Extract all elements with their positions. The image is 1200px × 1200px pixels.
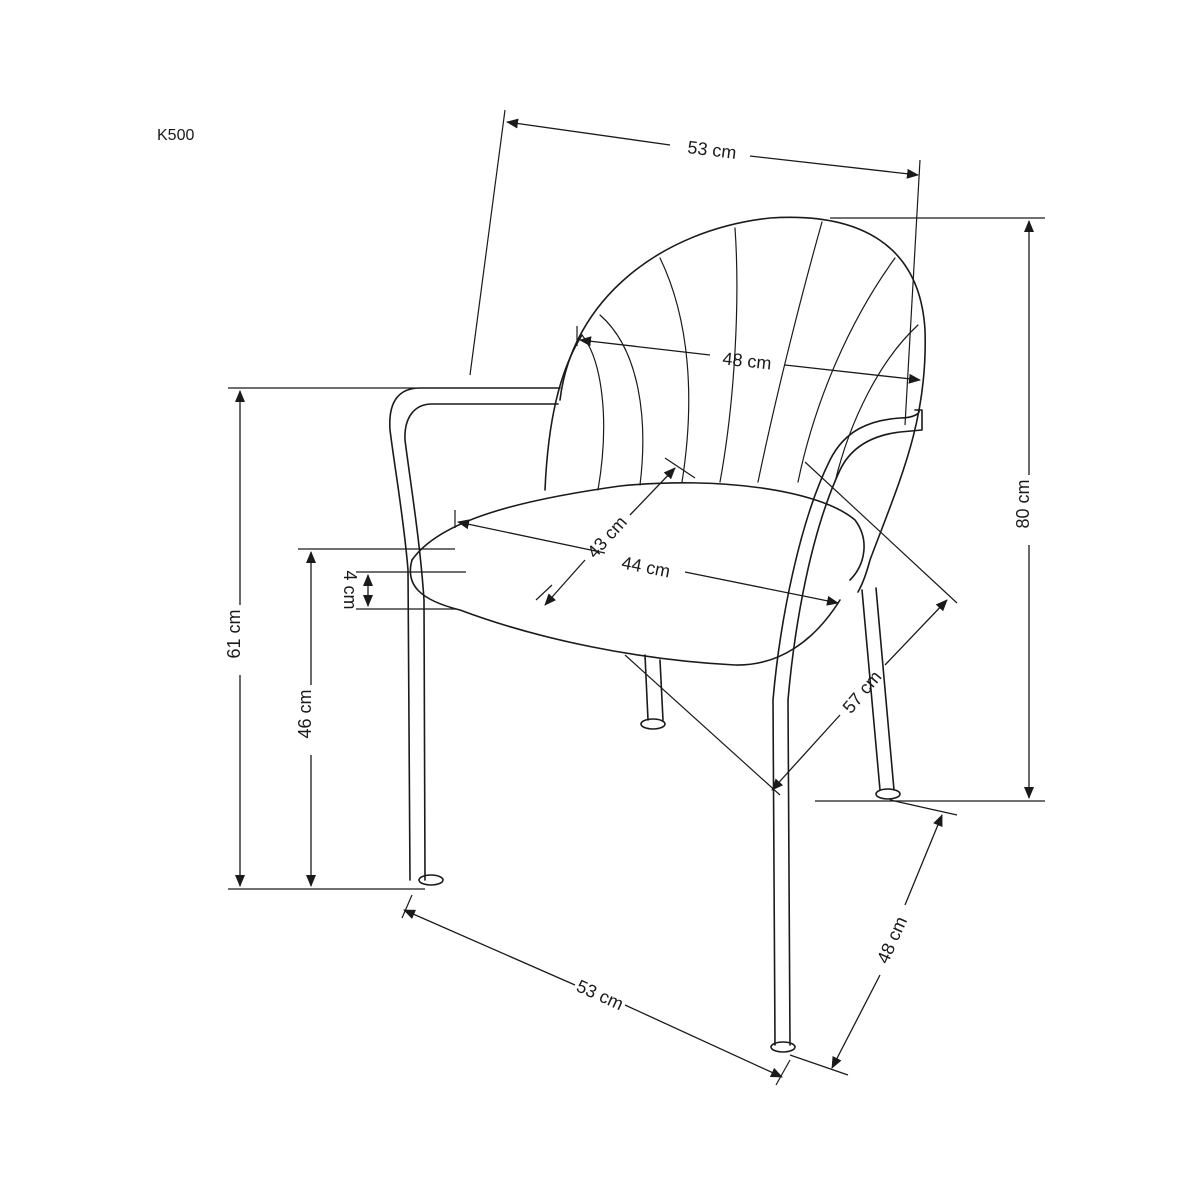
label-backrest-width: 48 cm <box>722 348 773 373</box>
seat-top <box>411 482 865 581</box>
left-arm-frame-outer <box>389 387 561 881</box>
right-arm-frame-outer <box>772 409 920 1046</box>
label-seat-width: 44 cm <box>620 553 672 582</box>
chair-drawing <box>389 216 927 1053</box>
foot-front-right <box>770 1041 796 1053</box>
label-seat-height: 46 cm <box>295 689 315 738</box>
foot-rear-left <box>640 718 666 730</box>
dimension-lines <box>228 109 1045 1086</box>
dimension-labels: 53 cm 48 cm 80 cm 61 cm 46 cm 4 cm 43 cm… <box>224 137 1033 1014</box>
left-arm-frame-inner <box>404 403 559 881</box>
label-total-height: 80 cm <box>1013 479 1033 528</box>
backrest-channel-2 <box>599 314 644 486</box>
label-base-width: 53 cm <box>574 976 627 1014</box>
model-code: K500 <box>157 127 194 144</box>
backrest-channel-7 <box>834 324 919 483</box>
label-diagonal-depth: 57 cm <box>839 667 886 717</box>
rear-right-leg <box>861 587 895 791</box>
label-back-width: 53 cm <box>686 137 737 163</box>
backrest-channel-1 <box>581 334 605 491</box>
label-armrest-height: 61 cm <box>224 609 244 658</box>
foot-rear-right <box>875 788 901 800</box>
foot-front-left <box>418 874 444 886</box>
right-arm-frame-inner <box>787 409 923 1046</box>
backrest-shell <box>559 216 927 593</box>
backrest-channel-5 <box>757 221 823 483</box>
backrest-channel-3 <box>659 257 690 483</box>
label-seat-thickness: 4 cm <box>340 570 360 609</box>
seat-front <box>409 559 841 666</box>
backrest-channel-6 <box>797 257 896 483</box>
rear-left-leg <box>644 654 664 721</box>
label-base-depth: 48 cm <box>873 914 911 967</box>
backrest-channel-4 <box>719 227 738 483</box>
backrest-inner-edge <box>544 334 583 491</box>
